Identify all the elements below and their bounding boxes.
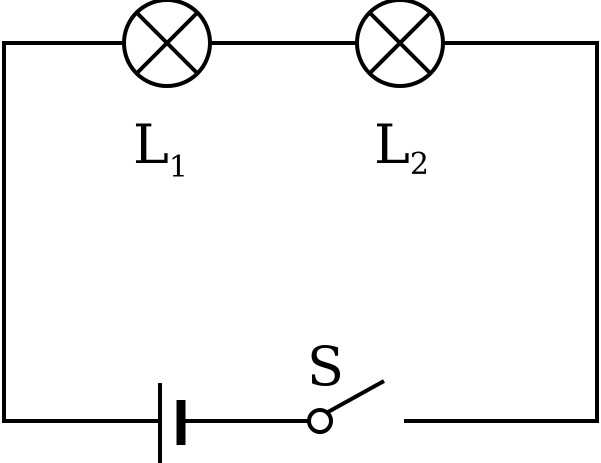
- switch-blade: [327, 379, 385, 414]
- switch-s: [307, 379, 385, 434]
- lamp-l2-cross-b: [368, 11, 432, 75]
- label-l2-subscript: 2: [410, 147, 429, 182]
- label-l2-letter: L: [374, 113, 410, 176]
- label-l2: L2: [374, 113, 429, 182]
- switch-pivot: [307, 408, 333, 434]
- label-l1: L1: [133, 113, 188, 185]
- lamp-l2: [355, 0, 445, 88]
- battery-cell: [158, 383, 186, 463]
- label-switch: S: [307, 335, 344, 398]
- label-l1-subscript: 1: [169, 150, 188, 185]
- lamp-l1: [122, 0, 212, 88]
- lamp-l1-cross-b: [135, 11, 199, 75]
- label-l1-letter: L: [133, 113, 169, 176]
- circuit-wires: [2, 41, 599, 423]
